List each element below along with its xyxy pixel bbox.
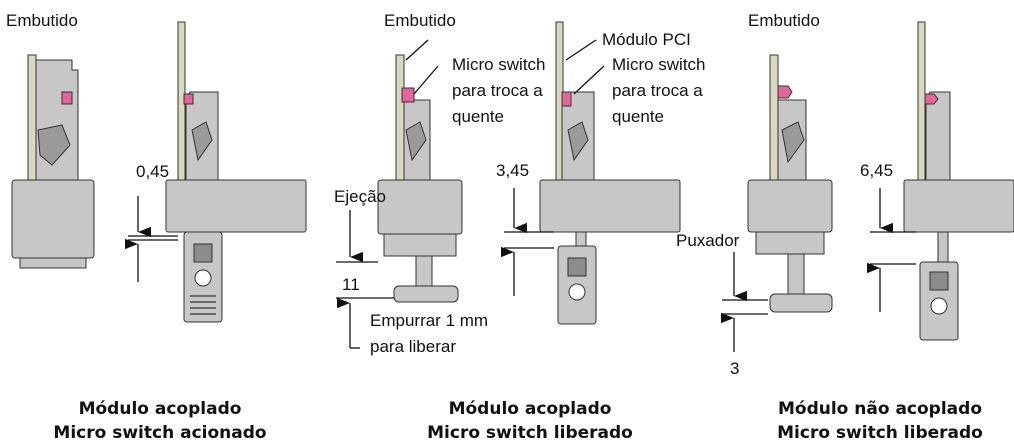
panel1-front-view <box>165 21 307 323</box>
panel2-switch-label-l1: Micro switch <box>452 55 546 74</box>
panel2-switch-label-l2: para troca a <box>452 81 543 100</box>
panel1-caption-1: Módulo acoplado <box>79 399 242 419</box>
panel2-pcb-label: Módulo PCI <box>602 30 691 49</box>
panel2-dimension: 3,45 <box>496 161 529 180</box>
panel2-switch-label-r2: para troca a <box>612 81 703 100</box>
panel-1: Embutido 0,45 Módulo acoplad <box>6 11 307 443</box>
panel2-push-label-1: Empurrar 1 mm <box>370 311 488 330</box>
panel3-caption-1: Módulo não acoplado <box>778 399 982 419</box>
panel1-inset-label: Embutido <box>6 11 78 30</box>
panel3-side-view <box>747 54 833 313</box>
panel2-switch-label-r1: Micro switch <box>612 55 706 74</box>
panel3-dimension: 6,45 <box>860 161 893 180</box>
panel2-switch-left <box>401 87 415 103</box>
panel1-dimension: 0,45 <box>136 162 169 181</box>
panel2-caption-1: Módulo acoplado <box>449 399 612 419</box>
panel2-switch-label-r3: quente <box>612 107 664 126</box>
panel-3: Embutido 6,45 Pu <box>676 11 1014 443</box>
panel3-puller-label: Puxador <box>676 231 740 250</box>
panel3-front-view <box>903 21 1014 341</box>
panel2-switch-label-l3: quente <box>452 107 504 126</box>
panel2-inset-label: Embutido <box>384 11 456 30</box>
panel2-eject-value: 11 <box>342 275 360 294</box>
panel3-switch-right <box>924 93 939 105</box>
panel3-switch-left <box>777 85 793 99</box>
panel1-caption-2: Micro switch acionado <box>53 423 266 443</box>
panel3-inset-label: Embutido <box>748 11 820 30</box>
panel1-switch-left <box>61 91 73 105</box>
panel2-front-view <box>539 21 681 325</box>
panel3-puller-value: 3 <box>730 359 739 378</box>
panel2-push-label-2: para liberar <box>370 337 456 356</box>
panel2-eject-label: Ejeção <box>334 187 386 206</box>
panel-2: Embutido Módulo PCI <box>334 11 706 443</box>
panel1-switch-right <box>183 93 194 105</box>
panel2-side-view <box>377 54 463 303</box>
panel2-caption-2: Micro switch liberado <box>427 423 633 443</box>
panel1-side-view <box>11 54 95 269</box>
panel2-switch-right <box>561 91 572 107</box>
panel3-caption-2: Micro switch liberado <box>777 423 983 443</box>
